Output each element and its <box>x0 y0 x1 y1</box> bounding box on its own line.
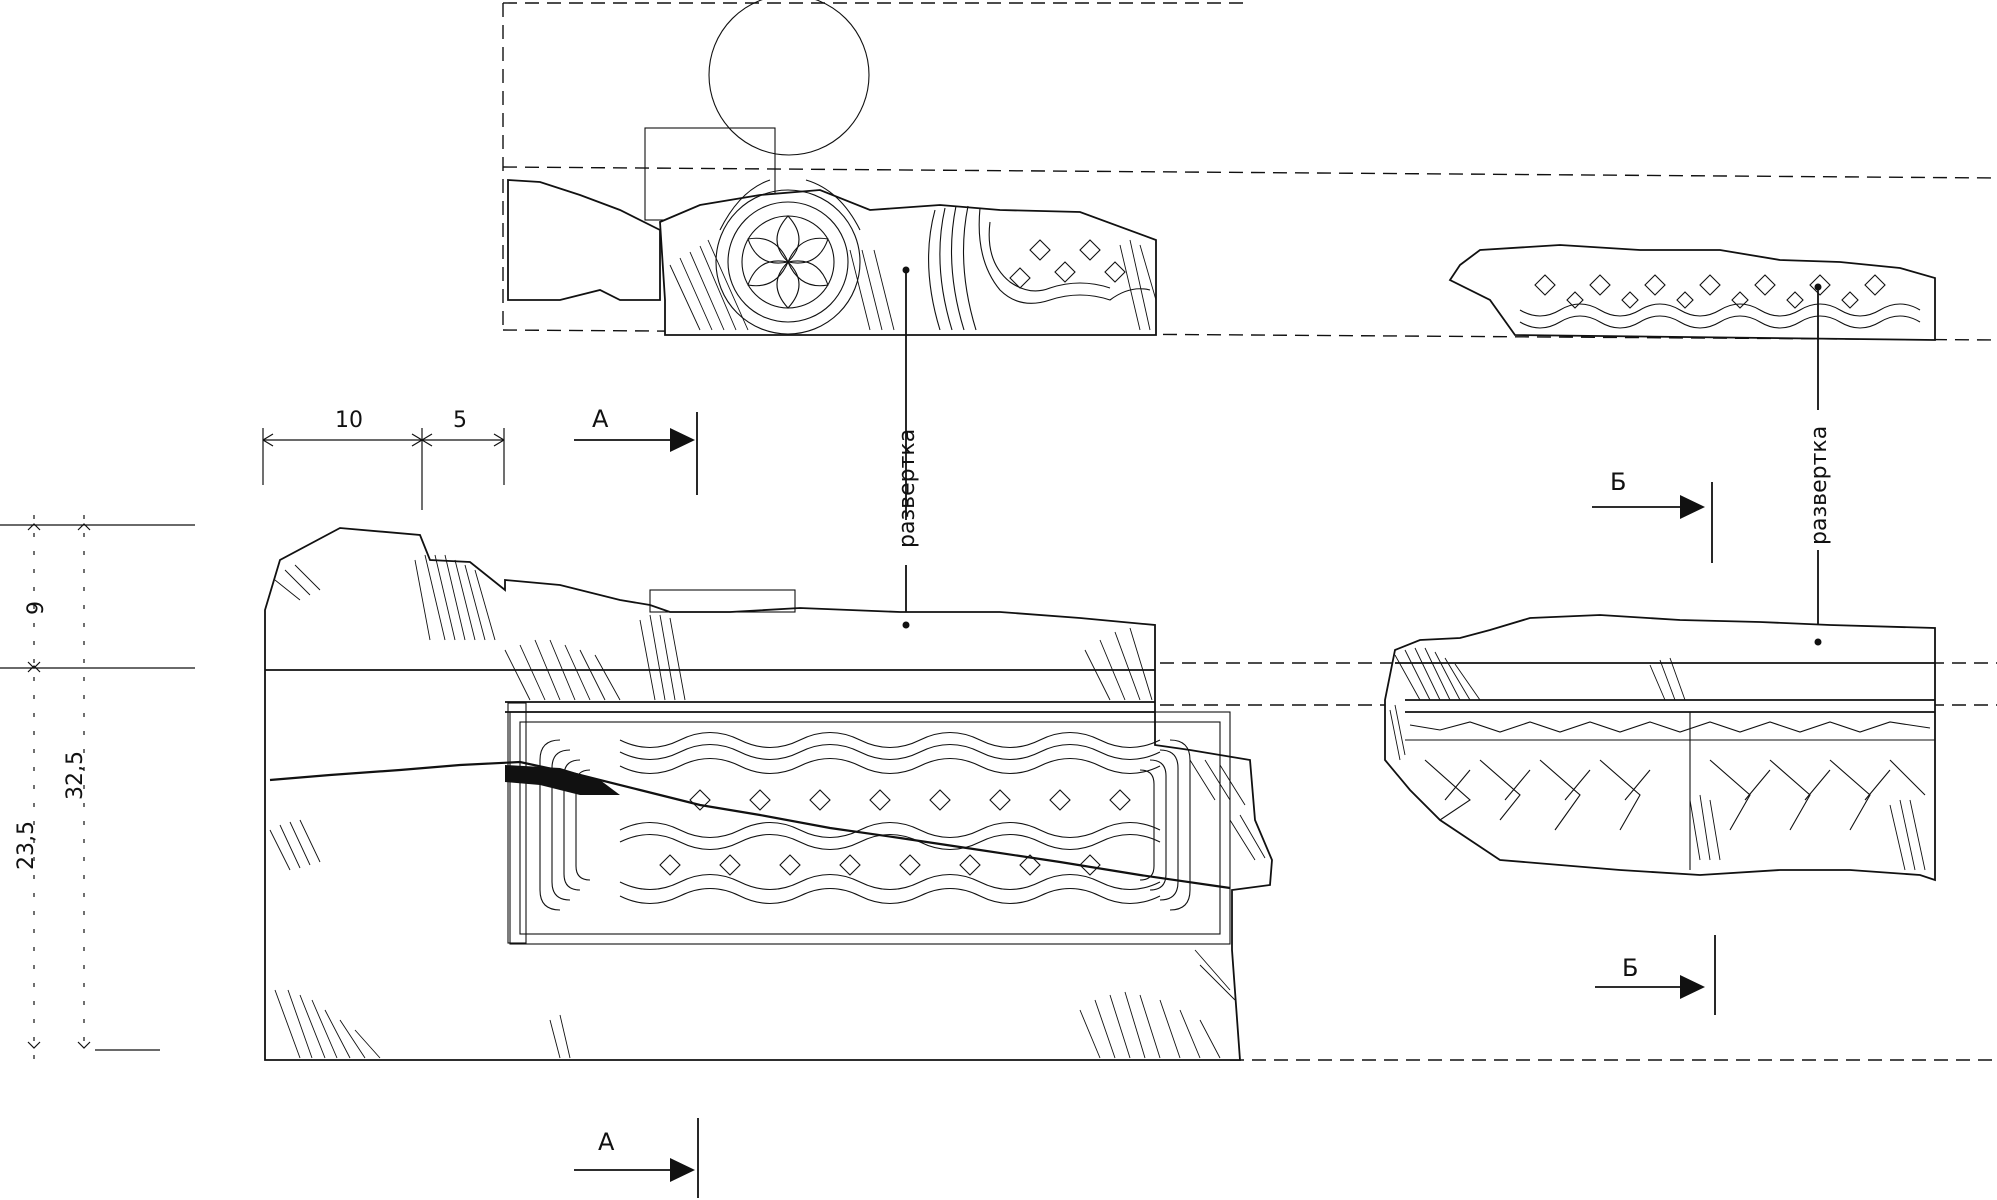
unfold-label-left: развертка <box>895 429 920 548</box>
unfold-label-right: развертка <box>1807 426 1832 545</box>
top-view-left <box>502 0 1997 625</box>
dim-10: 10 <box>335 408 363 433</box>
section-marker-b-top: Б <box>1592 468 1713 563</box>
main-block-elevation <box>264 527 1997 1061</box>
section-marker-b-bottom: Б <box>1595 935 1716 1015</box>
dim-9: 9 <box>24 601 49 615</box>
dim-5: 5 <box>453 408 467 433</box>
braided-ornament-top <box>928 205 1151 331</box>
top-view-right <box>1448 244 1936 642</box>
section-label-a-top: А <box>592 405 609 433</box>
dim-32-5: 32,5 <box>63 751 88 800</box>
section-label-b-bottom: Б <box>1622 954 1638 982</box>
dimension-lines: 10 5 9 32,5 23,5 <box>0 408 505 1060</box>
hatching-main-block <box>269 554 1266 1059</box>
section-marker-a-top: А <box>574 405 698 495</box>
section-label-b-top: Б <box>1610 468 1626 496</box>
crack-line <box>269 760 1231 890</box>
medallion-circle <box>708 0 870 156</box>
section-marker-a-bottom: А <box>574 1118 699 1198</box>
side-block-elevation <box>1384 614 1936 882</box>
braided-panel <box>539 732 1191 911</box>
section-label-a-bottom: А <box>598 1128 615 1156</box>
hatching-top-left <box>669 239 1157 331</box>
rosette-ornament <box>715 179 861 335</box>
hatching-side-block <box>1389 647 1926 871</box>
lattice-ornament <box>1409 721 1931 831</box>
dim-23-5: 23,5 <box>14 821 39 870</box>
